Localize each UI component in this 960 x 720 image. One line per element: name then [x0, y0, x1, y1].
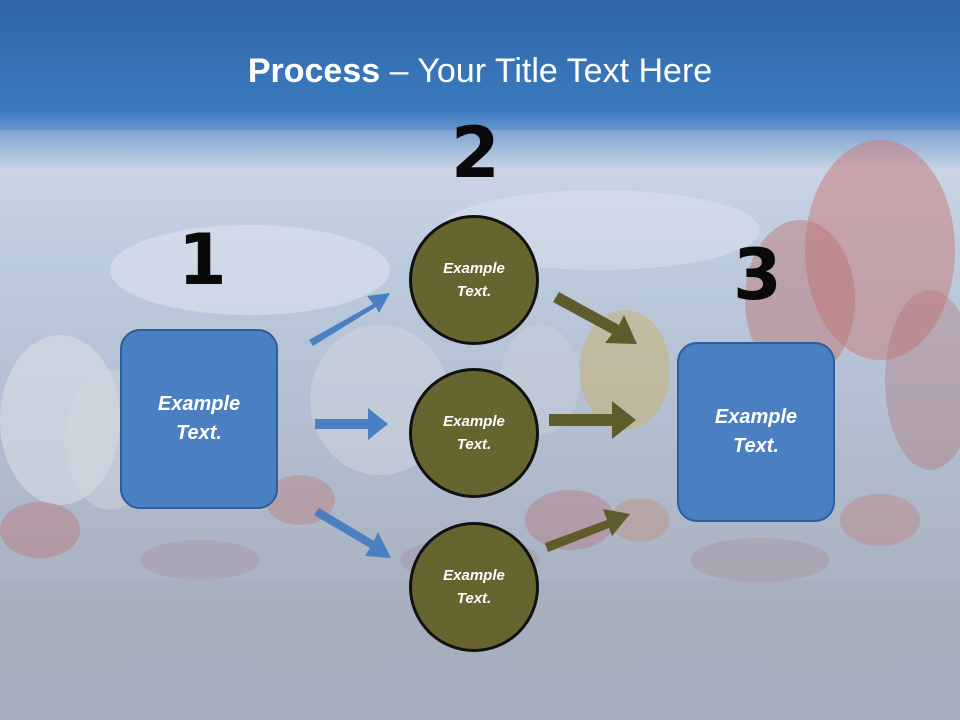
circle-node-middle: Example Text. — [409, 368, 539, 498]
step-number-3: 3 — [733, 234, 782, 316]
step-number-1: 1 — [178, 219, 227, 301]
circle-bottom-label: Example Text. — [443, 567, 505, 607]
arrow-bottom-to-right — [545, 509, 630, 552]
arrow-top-to-right — [553, 292, 637, 344]
circle-top-label: Example Text. — [443, 260, 505, 300]
circle-node-top: Example Text. — [409, 215, 539, 345]
title-rest: – Your Title Text Here — [380, 52, 713, 90]
left-process-box: Example Text. — [120, 329, 278, 509]
circle-node-bottom: Example Text. — [409, 522, 539, 652]
left-box-label: Example Text. — [157, 393, 241, 444]
arrow-left-to-bottom — [314, 508, 391, 558]
step-number-2: 2 — [451, 112, 500, 194]
right-process-box: Example Text. — [677, 342, 835, 522]
slide-title: Process – Your Title Text Here — [0, 52, 960, 91]
title-bold: Process — [247, 52, 381, 90]
right-box-label: Example Text. — [714, 406, 798, 457]
arrow-middle-to-right — [549, 401, 636, 439]
arrow-left-to-middle — [315, 408, 388, 440]
circle-middle-label: Example Text. — [443, 413, 505, 453]
arrow-left-to-top — [309, 293, 390, 346]
